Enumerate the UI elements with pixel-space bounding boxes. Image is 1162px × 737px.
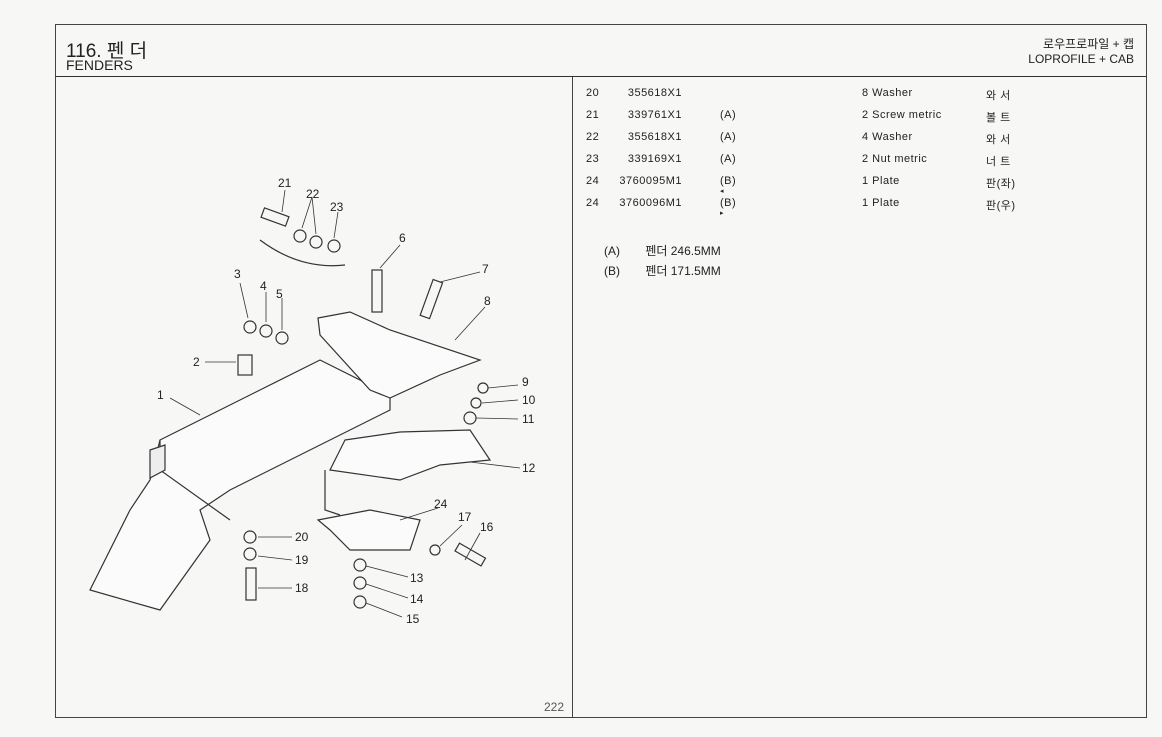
part-korean: 너 트 bbox=[986, 156, 1011, 168]
callout-11: 11 bbox=[522, 412, 535, 426]
footnote-text: 펜더 246.5MM bbox=[645, 244, 721, 258]
item-number: 24 bbox=[586, 175, 600, 187]
part-number: 3760096M1 bbox=[619, 197, 682, 209]
part-korean: 와 서 bbox=[986, 90, 1011, 102]
part-description: 8 Washer bbox=[862, 87, 913, 99]
header-divider bbox=[55, 76, 1147, 77]
part-number: 355618X1 bbox=[627, 131, 682, 143]
page-title: 116. 펜 더 bbox=[66, 41, 148, 62]
part-korean: 판(좌) bbox=[986, 178, 1016, 190]
footnote-key: (B) bbox=[604, 264, 620, 278]
callout-22: 22 bbox=[306, 187, 320, 201]
callout-8: 8 bbox=[484, 294, 491, 308]
exploded-parts-diagram: 1 2 3 4 5 6 7 8 9 10 11 12 13 14 15 16 1… bbox=[89, 176, 536, 626]
callout-14: 14 bbox=[410, 592, 424, 606]
part-description: 2 Screw metric bbox=[862, 109, 942, 121]
footnote-a: (A) 펜더 246.5MM bbox=[604, 242, 721, 259]
callout-17: 17 bbox=[458, 510, 472, 524]
callout-1: 1 bbox=[157, 388, 164, 402]
callout-3: 3 bbox=[234, 267, 241, 281]
item-number: 24 bbox=[586, 197, 600, 209]
callout-2: 2 bbox=[193, 355, 200, 369]
callout-24: 24 bbox=[434, 497, 448, 511]
right-marker: ▸ bbox=[720, 210, 725, 217]
callout-5: 5 bbox=[276, 287, 283, 301]
callout-19: 19 bbox=[295, 553, 309, 567]
item-number: 20 bbox=[586, 87, 600, 99]
callout-12: 12 bbox=[522, 461, 536, 475]
model-english: LOPROFILE + CAB bbox=[1028, 52, 1134, 66]
callout-9: 9 bbox=[522, 375, 529, 389]
part-note: (A) bbox=[720, 153, 737, 165]
bolt-18 bbox=[245, 567, 257, 601]
callout-18: 18 bbox=[295, 581, 309, 595]
callout-16: 16 bbox=[480, 520, 494, 534]
part-description: 2 Nut metric bbox=[862, 153, 928, 165]
page-subtitle: FENDERS bbox=[66, 57, 133, 73]
part-note: (B) bbox=[720, 175, 737, 187]
item-number: 21 bbox=[586, 109, 600, 121]
page-number: 222 bbox=[544, 700, 565, 714]
bolt-7 bbox=[419, 278, 444, 320]
callout-10: 10 bbox=[522, 393, 536, 407]
callout-23: 23 bbox=[330, 200, 344, 214]
part-korean: 판(우) bbox=[986, 200, 1016, 212]
plate-24 bbox=[316, 509, 421, 551]
plate-12 bbox=[329, 429, 492, 481]
callout-7: 7 bbox=[482, 262, 489, 276]
footnote-b: (B) 펜더 171.5MM bbox=[604, 262, 721, 279]
callout-13: 13 bbox=[410, 571, 424, 585]
bolt-6 bbox=[371, 269, 383, 313]
callout-6: 6 bbox=[399, 231, 406, 245]
footnote-key: (A) bbox=[604, 244, 620, 258]
part-description: 4 Washer bbox=[862, 131, 913, 143]
callout-15: 15 bbox=[406, 612, 420, 626]
left-marker: ◂ bbox=[720, 188, 725, 195]
part-description: 1 Plate bbox=[862, 197, 900, 209]
bolt-2 bbox=[237, 354, 253, 376]
part-description: 1 Plate bbox=[862, 175, 900, 187]
page-frame bbox=[55, 24, 1147, 718]
bracket-8 bbox=[317, 311, 482, 399]
callout-labels: 1 2 3 4 5 6 7 8 9 10 11 12 13 14 15 16 1… bbox=[157, 176, 536, 626]
fender-drawing bbox=[89, 189, 521, 618]
bolt-16 bbox=[454, 542, 487, 567]
part-note: (A) bbox=[720, 109, 737, 121]
column-divider bbox=[572, 77, 573, 718]
fender-body bbox=[89, 359, 391, 611]
item-number: 23 bbox=[586, 153, 600, 165]
callout-4: 4 bbox=[260, 279, 267, 293]
part-number: 339761X1 bbox=[627, 109, 682, 121]
part-number: 355618X1 bbox=[627, 87, 682, 99]
part-korean: 와 서 bbox=[986, 134, 1011, 146]
bolt-21 bbox=[260, 207, 290, 227]
part-korean: 볼 트 bbox=[986, 112, 1011, 124]
part-number: 3760095M1 bbox=[619, 175, 682, 187]
callout-20: 20 bbox=[295, 530, 309, 544]
part-note: (A) bbox=[720, 131, 737, 143]
part-note: (B) bbox=[720, 197, 737, 209]
part-number: 339169X1 bbox=[627, 153, 682, 165]
callout-21: 21 bbox=[278, 176, 292, 190]
model-korean: 로우프로파일 + 캡 bbox=[1043, 37, 1134, 51]
footnote-text: 펜더 171.5MM bbox=[645, 264, 721, 278]
item-number: 22 bbox=[586, 131, 600, 143]
